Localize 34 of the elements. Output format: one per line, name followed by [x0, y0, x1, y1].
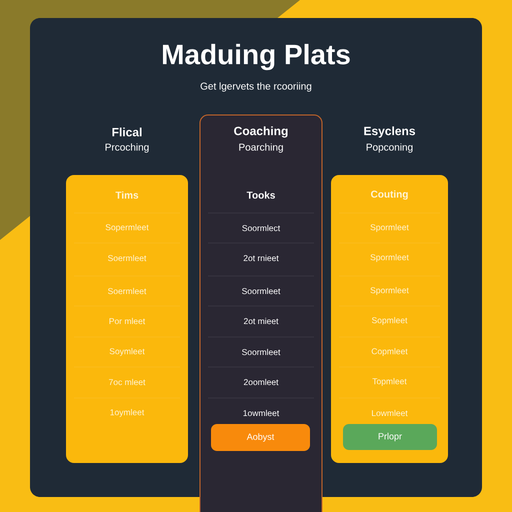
column-subheading: Poarching	[239, 143, 283, 153]
feature-text: 2ot mieet	[244, 318, 278, 324]
feature-text: Soormleet	[242, 288, 280, 294]
card-title: Tims	[116, 191, 138, 199]
feature-text: 2oomleet	[244, 378, 278, 386]
column-heading: Esyclens	[364, 126, 416, 138]
feature-text: Spormleet	[370, 254, 409, 262]
feature-text: Topmleet	[372, 378, 407, 386]
card-title: Couting	[371, 190, 408, 200]
feature-text: Soermleet	[108, 288, 146, 294]
subtitle: Get lgervets the rcooriing	[200, 82, 312, 92]
feature-text: Soermleet	[108, 254, 146, 262]
feature-text: 2ot rnieet	[244, 254, 279, 262]
feature-text: Sopmleet	[372, 317, 408, 325]
feature-text: Soormlect	[242, 224, 280, 232]
column-subheading: Popconing	[366, 143, 412, 153]
column-heading: Coaching	[234, 126, 288, 138]
card-title: Tooks	[246, 191, 275, 199]
title: Maduing Plats	[162, 44, 350, 70]
column-heading: Flical	[112, 128, 142, 136]
feature-text: Soymleet	[110, 348, 145, 356]
feature-text: Sopermleet	[106, 224, 149, 232]
feature-text: 1owmleet	[243, 410, 280, 416]
action-button: Prlopr	[343, 424, 437, 450]
feature-text: Lowmleet	[372, 410, 408, 416]
feature-text: Spormleet	[370, 287, 409, 295]
feature-text: 7oc mleet	[109, 378, 146, 386]
column-subheading: Prcoching	[106, 143, 149, 153]
action-button: Aobyst	[211, 424, 310, 451]
feature-text: Copmleet	[372, 348, 408, 356]
feature-text: Soormleet	[242, 348, 280, 356]
feature-text: Spormleet	[370, 224, 409, 232]
feature-text: 1oymleet	[110, 409, 144, 417]
feature-text: Por mleet	[110, 318, 146, 324]
